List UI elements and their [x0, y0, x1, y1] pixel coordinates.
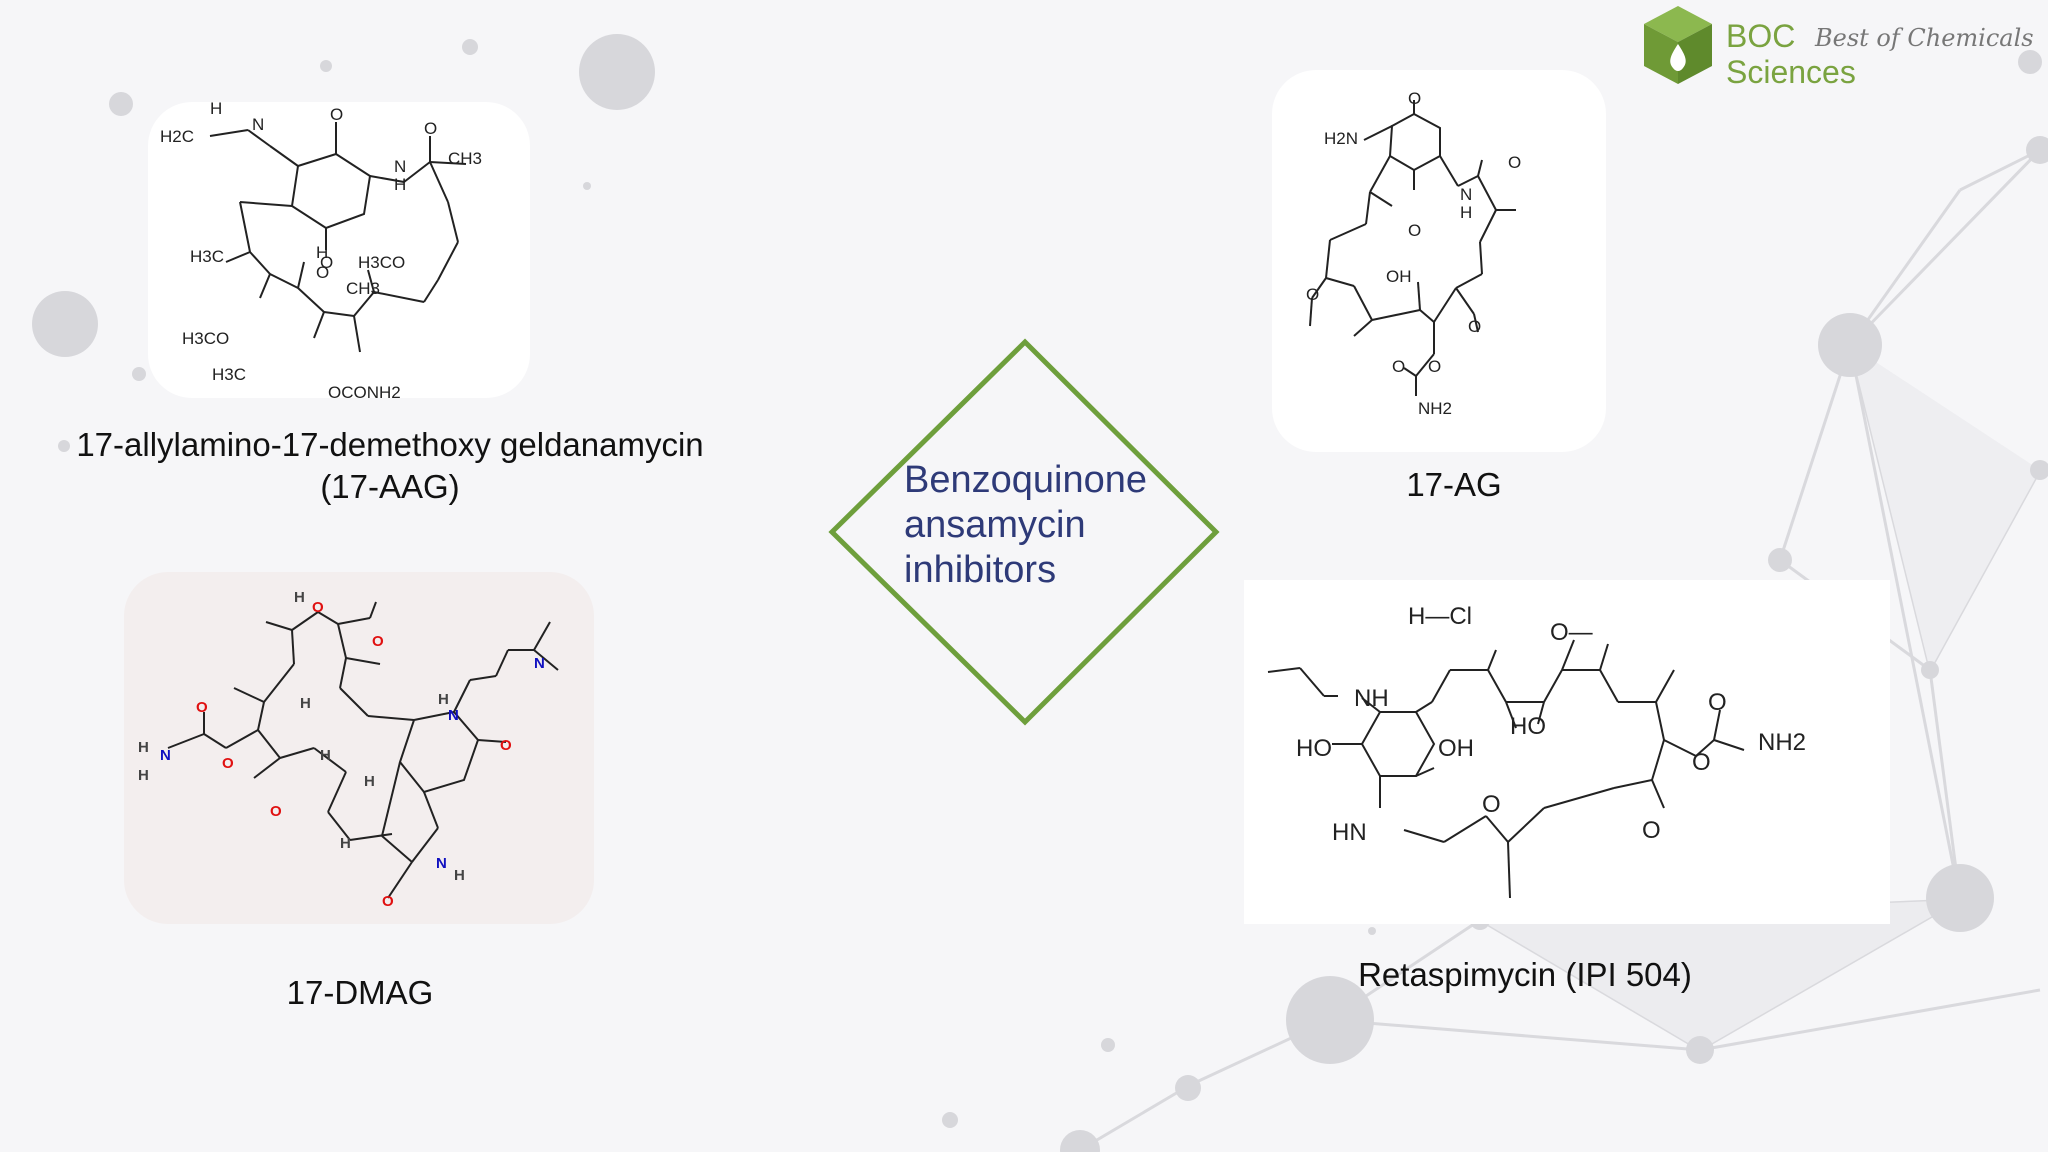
label-o-methoxy-top: O— [1550, 619, 1593, 646]
label-o-quinone: O [500, 737, 512, 754]
label-n-lactam: N [436, 855, 447, 872]
center-title: Benzoquinone ansamycin inhibitors [904, 458, 1204, 593]
center-title-line3: inhibitors [904, 549, 1057, 591]
label-o-amide: O [1482, 791, 1501, 818]
label-o-top: O [330, 105, 343, 124]
label-h2n: H2N [1324, 129, 1358, 148]
chemical-structure-retaspimycin: H—Cl O— NH HO HO OH O NH2 O HN O O [1267, 603, 1806, 899]
label-o-ether: O [270, 803, 282, 820]
label-oconh2: OCONH2 [328, 383, 401, 398]
brand-logo: BOC Best of Chemicals Sciences [1640, 4, 2040, 90]
center-diamond-shape [828, 338, 1220, 726]
label-n-amide: N [394, 157, 406, 176]
label-o-bottom: O [320, 253, 333, 272]
caption-17-dmag: 17-DMAG [210, 972, 510, 1014]
label-h3co-2: H3CO [182, 329, 229, 348]
label-h-alkene: H [300, 695, 311, 712]
chemical-structure-17-aag: H2C H N O O N H CH3 O H3C H O H3CO H3CO … [160, 99, 482, 402]
structure-card-retaspimycin: H—Cl O— NH HO HO OH O NH2 O HN O O [1244, 580, 1890, 924]
label-o-carb2: O [1392, 357, 1405, 376]
label-oh: OH [1386, 267, 1412, 286]
label-nh-h: H [210, 102, 222, 118]
center-title-line2: ansamycin [904, 504, 1086, 546]
label-h-top: H [294, 589, 305, 606]
caption-retaspimycin-line1: Retaspimycin (IPI 504) [1358, 956, 1692, 993]
label-nh: NH [1354, 685, 1389, 712]
label-o-ether2: O [1468, 317, 1481, 336]
label-o-ester: O [1692, 749, 1711, 776]
label-nh2: NH2 [1758, 729, 1806, 756]
label-o-top: O [312, 599, 324, 616]
cube-logo-icon [1644, 6, 1712, 84]
label-h-amine: H [438, 691, 449, 708]
chemical-structure-17-ag: H2N O O N H O OH O O O O NH2 [1306, 89, 1521, 418]
center-title-line1: Benzoquinone [904, 459, 1147, 501]
label-o-meo: O [372, 633, 384, 650]
label-o-carb: O [1428, 357, 1441, 376]
label-ho-chain: HO [1510, 713, 1546, 740]
label-n-dimethyl: N [534, 655, 545, 672]
label-o-oh: O [316, 263, 329, 282]
label-h-oh: H [316, 243, 328, 262]
label-o-carbonyl: O [196, 699, 208, 716]
label-n-amine: N [448, 707, 459, 724]
label-h3co-1: H3CO [358, 253, 405, 272]
structure-card-17-ag: H2N O O N H O OH O O O O NH2 [1272, 70, 1606, 452]
label-o-carbonyl: O [1708, 689, 1727, 716]
brand-tagline: Best of Chemicals [1815, 24, 2034, 52]
structure-card-17-aag: H2C H N O O N H CH3 O H3C H O H3CO H3CO … [148, 99, 530, 402]
caption-17-aag: 17-allylamino-17-demethoxy geldanamycin … [40, 424, 740, 508]
label-o-amide: O [1508, 153, 1521, 172]
label-h2c: H2C [160, 127, 194, 146]
label-n-carbamate: N [160, 747, 171, 764]
label-o-top: O [1408, 89, 1421, 108]
chemical-structure-17-dmag: H O O H H N N O H N H O O O H H H N H O [138, 589, 559, 910]
structure-card-17-dmag: H O O H H N N O H N H O O O H H H N H O [124, 572, 594, 924]
label-h-2: H [320, 747, 331, 764]
label-h-3: H [364, 773, 375, 790]
label-nh2: NH2 [1418, 399, 1452, 418]
label-o-amide: O [424, 119, 437, 138]
label-n: N [1460, 185, 1472, 204]
brand-name: BOC [1726, 18, 1796, 54]
label-nh: H [1460, 203, 1472, 222]
label-h3c-2: H3C [212, 365, 246, 384]
label-ho-ring: HO [1296, 735, 1332, 762]
caption-17-aag-line2: (17-AAG) [320, 468, 460, 505]
label-ch3: CH3 [448, 149, 482, 168]
label-hcl: H—Cl [1408, 603, 1472, 630]
label-ch3-2: CH3 [346, 279, 380, 298]
caption-17-ag-line1: 17-AG [1406, 466, 1502, 503]
caption-17-ag: 17-AG [1304, 464, 1604, 506]
label-o-low: O [1408, 221, 1421, 240]
label-hn: HN [1332, 819, 1367, 846]
label-h-nh2-1: H [138, 739, 149, 756]
caption-17-dmag-line1: 17-DMAG [286, 974, 434, 1011]
label-oh-ring: OH [1438, 735, 1474, 762]
label-h3c-1: H3C [190, 247, 224, 266]
label-o-ether1: O [1306, 285, 1319, 304]
label-o-methoxy-low: O [1642, 817, 1661, 844]
label-h-nh2-2: H [138, 767, 149, 784]
label-h-lactam: H [454, 867, 465, 884]
label-o-ester: O [222, 755, 234, 772]
caption-17-aag-line1: 17-allylamino-17-demethoxy geldanamycin [76, 426, 704, 463]
caption-retaspimycin: Retaspimycin (IPI 504) [1240, 954, 1810, 996]
brand-subtitle: Sciences [1726, 54, 1856, 90]
label-o-lactam: O [382, 893, 394, 910]
label-h-4: H [340, 835, 351, 852]
label-h-amide: H [394, 175, 406, 194]
label-nh-n: N [252, 115, 264, 134]
